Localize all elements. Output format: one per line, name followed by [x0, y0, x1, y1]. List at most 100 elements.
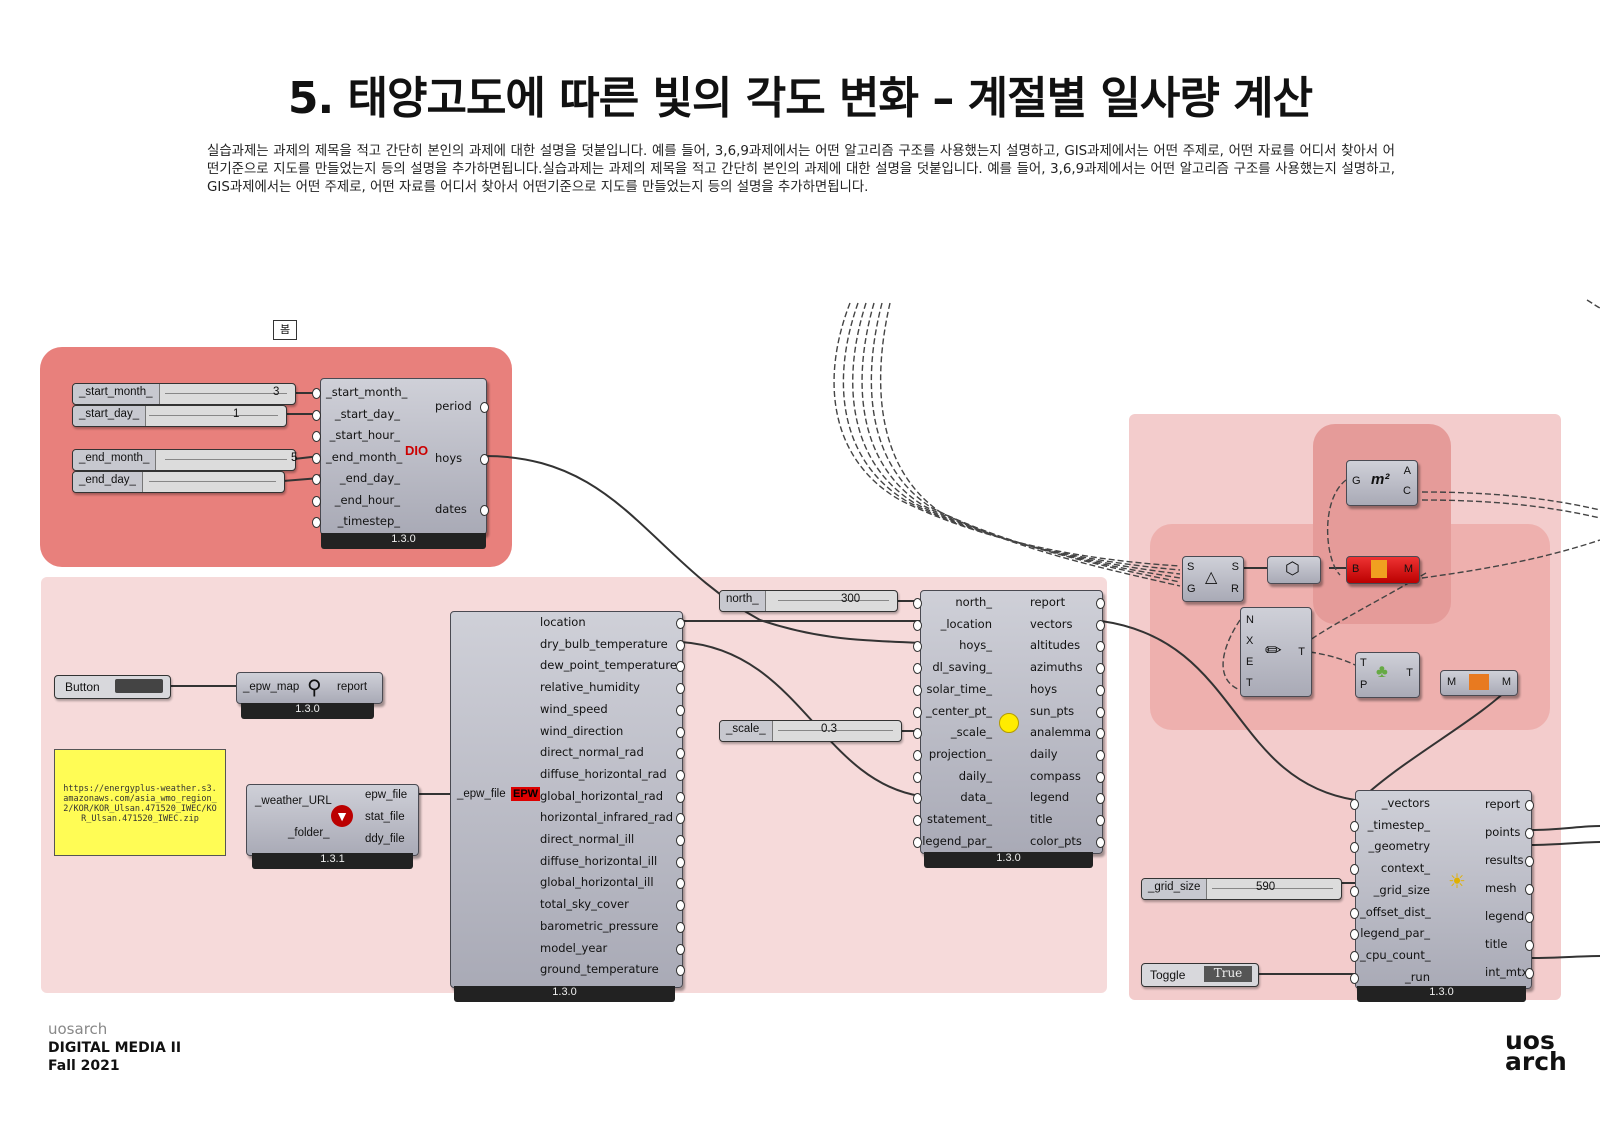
port-connector[interactable] [1096, 663, 1105, 675]
input-port[interactable]: G [1187, 583, 1196, 595]
button-face[interactable] [115, 679, 163, 693]
port-connector[interactable] [676, 683, 685, 695]
start-month-slider[interactable]: _start_month_ 3 [72, 383, 296, 405]
port-connector[interactable] [913, 641, 922, 653]
port-connector[interactable] [1096, 836, 1105, 848]
port-connector[interactable] [1350, 864, 1359, 876]
output-port[interactable]: M [1403, 563, 1413, 575]
output-port[interactable]: direct_normal_ill [540, 832, 635, 846]
input-port[interactable]: _epw_file [457, 788, 506, 800]
output-port[interactable]: A [1403, 465, 1411, 477]
input-port[interactable]: north_ [955, 595, 992, 609]
output-port[interactable]: points [1485, 825, 1521, 839]
output-port[interactable]: dry_bulb_temperature [540, 636, 668, 651]
input-port[interactable]: solar_time_ [926, 681, 992, 696]
port-connector[interactable] [312, 517, 321, 528]
port-connector[interactable] [1350, 820, 1359, 832]
port-connector[interactable] [913, 771, 922, 783]
input-port[interactable]: B [1352, 563, 1360, 575]
port-connector[interactable] [1096, 598, 1105, 609]
output-port[interactable]: model_year [540, 940, 608, 955]
input-port[interactable]: _timestep_ [337, 514, 400, 528]
port-connector[interactable] [1096, 749, 1105, 761]
port-connector[interactable] [676, 943, 685, 955]
input-port[interactable]: N [1246, 614, 1254, 626]
output-port[interactable]: report [337, 681, 368, 693]
port-connector[interactable] [312, 409, 321, 421]
input-port[interactable]: projection_ [928, 746, 992, 761]
port-connector[interactable] [676, 791, 685, 803]
output-port[interactable]: title [1485, 937, 1508, 951]
port-connector[interactable] [1525, 912, 1534, 923]
input-port[interactable]: _offset_dist_ [1360, 904, 1431, 919]
output-port[interactable]: color_pts [1030, 833, 1082, 848]
input-port[interactable]: hoys_ [959, 638, 992, 653]
port-connector[interactable] [913, 749, 922, 761]
port-connector[interactable] [1525, 884, 1534, 895]
sunpath-component[interactable] [920, 590, 1103, 854]
port-connector[interactable] [676, 639, 685, 651]
port-connector[interactable] [913, 684, 922, 696]
port-connector[interactable] [1350, 799, 1359, 810]
radiation-analysis-component[interactable]: ☀ [1355, 790, 1532, 989]
input-port[interactable]: _location [940, 616, 992, 631]
input-port[interactable]: P [1360, 679, 1368, 691]
input-port[interactable]: _center_pt_ [925, 703, 992, 718]
port-connector[interactable] [676, 856, 685, 868]
input-port[interactable]: _grid_size [1373, 882, 1430, 897]
port-connector[interactable] [1525, 940, 1534, 951]
download-weather-component[interactable]: _weather_URL _folder_ ▼ epw_file stat_fi… [246, 784, 419, 856]
grid-size-slider[interactable]: _grid_size 590 [1141, 878, 1342, 900]
output-port[interactable]: legend [1030, 790, 1070, 805]
end-day-slider[interactable]: _end_day_ 31 [72, 471, 329, 493]
input-port[interactable]: E [1246, 656, 1254, 668]
output-port[interactable]: ddy_file [365, 833, 405, 845]
port-connector[interactable] [1096, 771, 1105, 783]
output-port[interactable]: M [1501, 676, 1511, 688]
output-port[interactable]: mesh [1485, 881, 1517, 895]
input-port[interactable]: _vectors [1381, 796, 1430, 810]
port-connector[interactable] [1525, 800, 1534, 811]
port-connector[interactable] [913, 836, 922, 848]
input-port[interactable]: _end_day_ [339, 471, 400, 485]
input-port[interactable]: M [1447, 676, 1457, 688]
port-connector[interactable] [676, 704, 685, 716]
input-port[interactable]: data_ [960, 790, 992, 805]
input-port[interactable]: _start_month_ [326, 385, 408, 399]
input-port[interactable]: _end_hour_ [334, 492, 400, 507]
port-connector[interactable] [676, 661, 685, 673]
input-port[interactable]: legend_par_ [922, 833, 992, 848]
input-port[interactable]: G [1352, 475, 1361, 487]
output-port[interactable]: results [1485, 853, 1524, 867]
port-connector[interactable] [312, 452, 321, 464]
port-connector[interactable] [1096, 815, 1105, 826]
start-day-slider[interactable]: _start_day_ 1 [72, 405, 287, 427]
input-port[interactable]: _cpu_count_ [1360, 947, 1431, 962]
output-port[interactable]: ground_temperature [540, 962, 659, 977]
input-port[interactable]: daily_ [958, 768, 992, 783]
output-port[interactable]: T [1406, 667, 1413, 679]
merge-component[interactable]: M M [1440, 670, 1518, 696]
port-connector[interactable] [913, 793, 922, 805]
port-connector[interactable] [1096, 728, 1105, 740]
input-port[interactable]: _end_month_ [326, 449, 403, 464]
output-port[interactable]: location [540, 615, 586, 629]
output-port[interactable]: hoys [435, 451, 463, 465]
end-month-slider[interactable]: _end_month_ 5 [72, 449, 297, 471]
output-port[interactable]: azimuths [1030, 660, 1083, 675]
port-connector[interactable] [312, 474, 321, 485]
output-port[interactable]: compass [1030, 768, 1081, 783]
output-port[interactable]: analemma [1030, 725, 1092, 740]
run-toggle[interactable]: Toggle True [1141, 963, 1259, 987]
port-connector[interactable] [676, 878, 685, 890]
toggle-value[interactable]: True [1204, 966, 1252, 982]
output-port[interactable]: report [1030, 595, 1066, 609]
output-port[interactable]: altitudes [1030, 638, 1081, 653]
port-connector[interactable] [676, 726, 685, 738]
port-connector[interactable] [1525, 856, 1534, 867]
output-port[interactable]: total_sky_cover [540, 897, 629, 912]
input-port[interactable]: _run [1404, 969, 1430, 984]
input-port[interactable]: _scale_ [950, 725, 992, 740]
port-connector[interactable] [1525, 828, 1534, 839]
port-connector[interactable] [480, 454, 489, 465]
